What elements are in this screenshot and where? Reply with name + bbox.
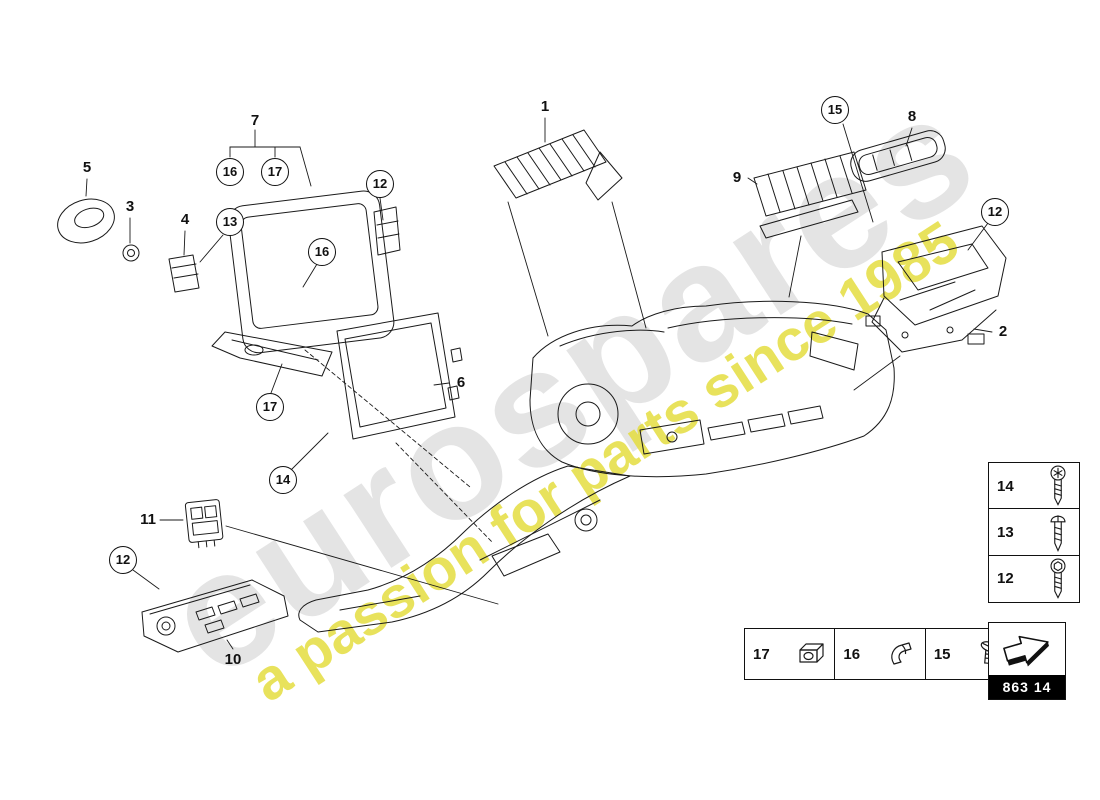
legend-screw-column: 14 13 12	[988, 462, 1080, 603]
part-11-art	[184, 499, 224, 549]
spring-clip-icon	[891, 642, 913, 665]
part-6-art	[336, 312, 463, 440]
part-code: 863 14	[989, 675, 1065, 699]
legend-box-17: 17	[744, 628, 836, 680]
callout-circle-12-c: 12	[109, 546, 137, 574]
legend-label-17: 17	[753, 645, 770, 663]
callout-7: 7	[250, 112, 260, 129]
legend-box-16: 16	[834, 628, 927, 680]
callout-circle-15: 15	[821, 96, 849, 124]
part-8-art	[850, 130, 946, 182]
callout-8: 8	[907, 108, 917, 125]
callout-10: 10	[224, 651, 242, 668]
callout-4: 4	[180, 211, 190, 228]
legend-label-15: 15	[933, 645, 951, 663]
part-10-art	[141, 579, 289, 653]
callout-5: 5	[82, 159, 92, 176]
speed-nut-icon	[799, 643, 824, 663]
callout-2: 2	[998, 323, 1008, 340]
callout-circle-12-b: 12	[366, 170, 394, 198]
legend-box-14: 14	[988, 462, 1080, 510]
part-7-art	[211, 190, 401, 377]
part-number-box: 863 14	[988, 622, 1066, 700]
callout-1: 1	[540, 98, 550, 115]
part-1-art	[493, 129, 623, 201]
legend-label-12: 12	[997, 570, 1014, 588]
part-2-art	[865, 225, 1007, 353]
torx-screw-icon	[1050, 465, 1066, 506]
callout-circle-13: 13	[216, 208, 244, 236]
callout-9: 9	[732, 169, 742, 186]
part-4-art	[168, 254, 200, 293]
part-9-art	[753, 151, 867, 239]
legend-clip-row: 17 16 15	[744, 628, 1017, 680]
legend-label-13: 13	[997, 523, 1014, 541]
callout-3: 3	[125, 198, 135, 215]
callout-circle-17-b: 17	[256, 393, 284, 421]
legend-box-12: 12	[988, 554, 1080, 603]
dashboard-art	[529, 300, 895, 478]
callout-6: 6	[456, 374, 466, 391]
callout-circle-16-b: 16	[308, 238, 336, 266]
legend-label-14: 14	[997, 477, 1014, 495]
callout-11: 11	[140, 511, 156, 528]
callout-circle-16-a: 16	[216, 158, 244, 186]
callout-circle-12-a: 12	[981, 198, 1009, 226]
part-3-art	[122, 244, 140, 262]
callout-circle-17-a: 17	[261, 158, 289, 186]
arrow-logo-icon	[1003, 635, 1049, 667]
console-art	[298, 465, 631, 633]
hex-screw-icon	[1050, 558, 1066, 599]
leader-lines	[85, 117, 993, 650]
legend-box-13: 13	[988, 508, 1080, 557]
legend-label-16: 16	[843, 645, 861, 663]
pan-screw-icon	[1050, 515, 1066, 553]
callout-circle-14: 14	[269, 466, 297, 494]
part-5-art	[57, 198, 115, 244]
arrow-area	[989, 623, 1065, 675]
